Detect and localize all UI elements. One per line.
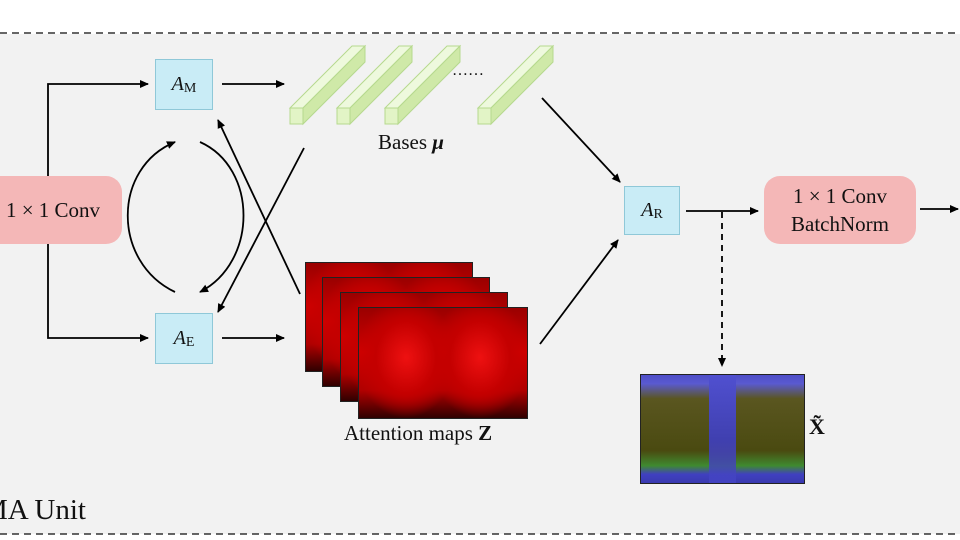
a-r-subscript: R (653, 206, 663, 222)
bases-ellipsis: …… (452, 62, 484, 79)
reconstruction-image (640, 374, 805, 484)
basis-bar-3 (383, 44, 462, 126)
basis-bar-4 (476, 44, 555, 126)
attention-map-4 (358, 307, 528, 419)
loop-arc-left (126, 141, 176, 293)
a-e-letter: A (173, 327, 186, 349)
input-conv-block: 1 × 1 Conv (0, 176, 122, 244)
input-conv-label: 1 × 1 Conv (5, 198, 101, 222)
a-m-letter: A (171, 73, 184, 95)
attention-label: Attention maps (344, 421, 473, 445)
loop-arc-right (199, 141, 245, 293)
basis-bar-1 (288, 44, 367, 126)
bases-caption: Bases μ (378, 130, 444, 155)
unit-title-text: MA Unit (0, 494, 86, 526)
arrow-attention-to-am (217, 119, 301, 295)
output-conv-block: 1 × 1 Conv BatchNorm (764, 176, 916, 244)
basis-bar-2 (335, 44, 414, 126)
arrow-conv-to-am (47, 80, 149, 178)
arrow-bases-to-ae (217, 147, 305, 313)
a-e-subscript: E (185, 334, 195, 350)
arrow-bases-to-ar (541, 97, 621, 183)
output-symbol: X̃ (809, 414, 825, 439)
a-m-subscript: M (183, 80, 197, 96)
bases-symbol: μ (432, 130, 444, 154)
arrow-conv-to-ae (47, 244, 149, 342)
output-conv-line2: BatchNorm (791, 212, 889, 236)
unit-title: MA Unit (0, 494, 86, 527)
a-r-letter: A (641, 199, 654, 221)
attention-symbol: Z (478, 421, 493, 445)
attention-caption: Attention maps Z (344, 421, 492, 446)
arrow-attention-to-ar (539, 239, 619, 345)
output-conv-line1: 1 × 1 Conv (792, 184, 888, 208)
bases-label: Bases (378, 130, 427, 154)
